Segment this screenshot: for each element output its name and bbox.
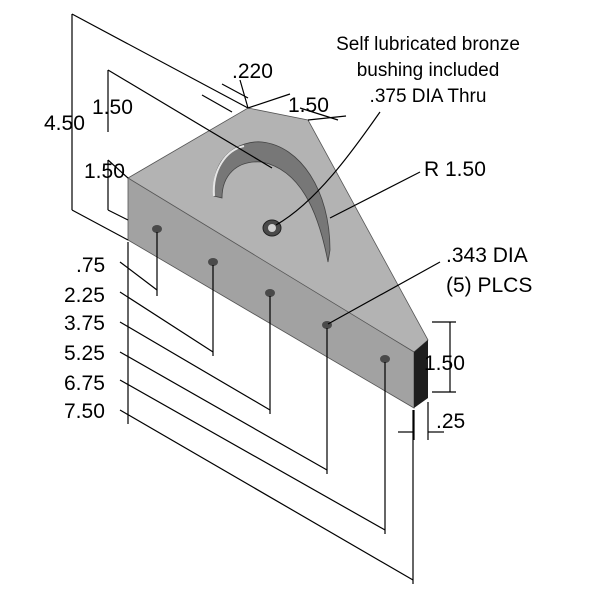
dim-label-thickness: .25 bbox=[436, 410, 465, 433]
hole-label-1: .75 bbox=[76, 254, 105, 277]
dim-label-lower-height: 1.50 bbox=[84, 160, 125, 183]
hole-label-6: 7.50 bbox=[64, 400, 105, 423]
dim-label-overall-height: 4.50 bbox=[44, 112, 85, 135]
leader-bushing bbox=[275, 111, 381, 226]
note-radius: R 1.50 bbox=[424, 158, 486, 181]
dim-side-height bbox=[432, 321, 456, 393]
dim-label-top-offset: 1.50 bbox=[288, 94, 329, 117]
note-bushing-line3: .375 DIA Thru bbox=[370, 86, 487, 107]
note-bushing-line2: bushing included bbox=[357, 60, 500, 81]
bracket-edge-face bbox=[414, 340, 428, 408]
dim-overall-height bbox=[71, 13, 249, 241]
dim-label-top-width: .220 bbox=[232, 60, 273, 83]
note-bushing-line1: Self lubricated bronze bbox=[336, 34, 520, 55]
note-holes-line2: (5) PLCS bbox=[446, 274, 532, 297]
dim-label-side-height: 1.50 bbox=[424, 352, 465, 375]
hole-label-4: 5.25 bbox=[64, 342, 105, 365]
leader-holes bbox=[327, 261, 441, 325]
hole-label-2: 2.25 bbox=[64, 284, 105, 307]
bushing-slot-inner bbox=[212, 145, 245, 197]
bushing-slot-arc bbox=[213, 141, 331, 263]
dim-top-width bbox=[201, 79, 249, 113]
mounting-hole-5 bbox=[380, 355, 390, 363]
leader-radius bbox=[329, 171, 421, 219]
dim-label-upper-height: 1.50 bbox=[92, 96, 133, 119]
dim-thickness bbox=[398, 402, 444, 440]
mounting-hole-3 bbox=[265, 289, 275, 297]
dim-top-offset bbox=[247, 93, 347, 121]
note-holes-line1: .343 DIA bbox=[446, 244, 528, 267]
hole-dimension-lines bbox=[119, 261, 414, 581]
mounting-hole-1 bbox=[152, 225, 162, 233]
dim-upper-height bbox=[107, 69, 273, 169]
bushing-bore bbox=[268, 224, 276, 232]
hole-label-5: 6.75 bbox=[64, 372, 105, 395]
dim-lower-height bbox=[107, 159, 129, 221]
mounting-hole-2 bbox=[208, 258, 218, 266]
hole-extension-lines bbox=[127, 232, 414, 584]
hole-label-3: 3.75 bbox=[64, 312, 105, 335]
